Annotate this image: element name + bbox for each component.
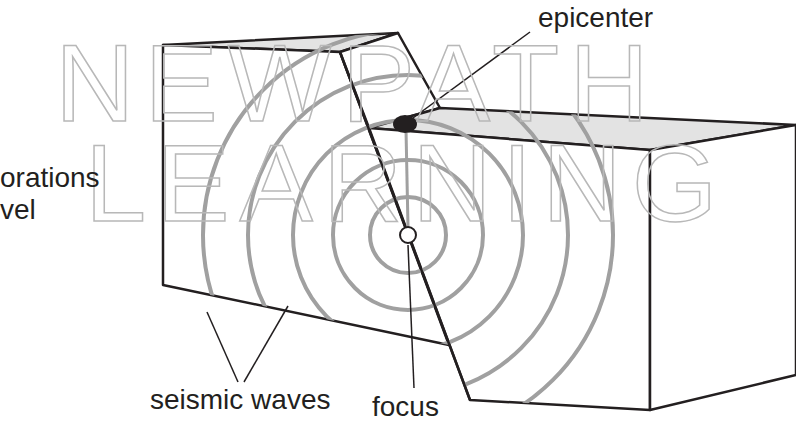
part-label: vel — [0, 195, 36, 226]
part-label: seismic waves — [150, 385, 330, 416]
part-label: epicenter — [538, 3, 653, 34]
leader-line — [408, 245, 414, 388]
watermark: LEARNING — [85, 128, 727, 238]
leader-line — [207, 312, 238, 382]
watermark: NEWPATH — [55, 28, 659, 138]
part-label: focus — [372, 392, 439, 423]
part-label: orations — [0, 163, 100, 194]
leader-line — [244, 306, 288, 382]
